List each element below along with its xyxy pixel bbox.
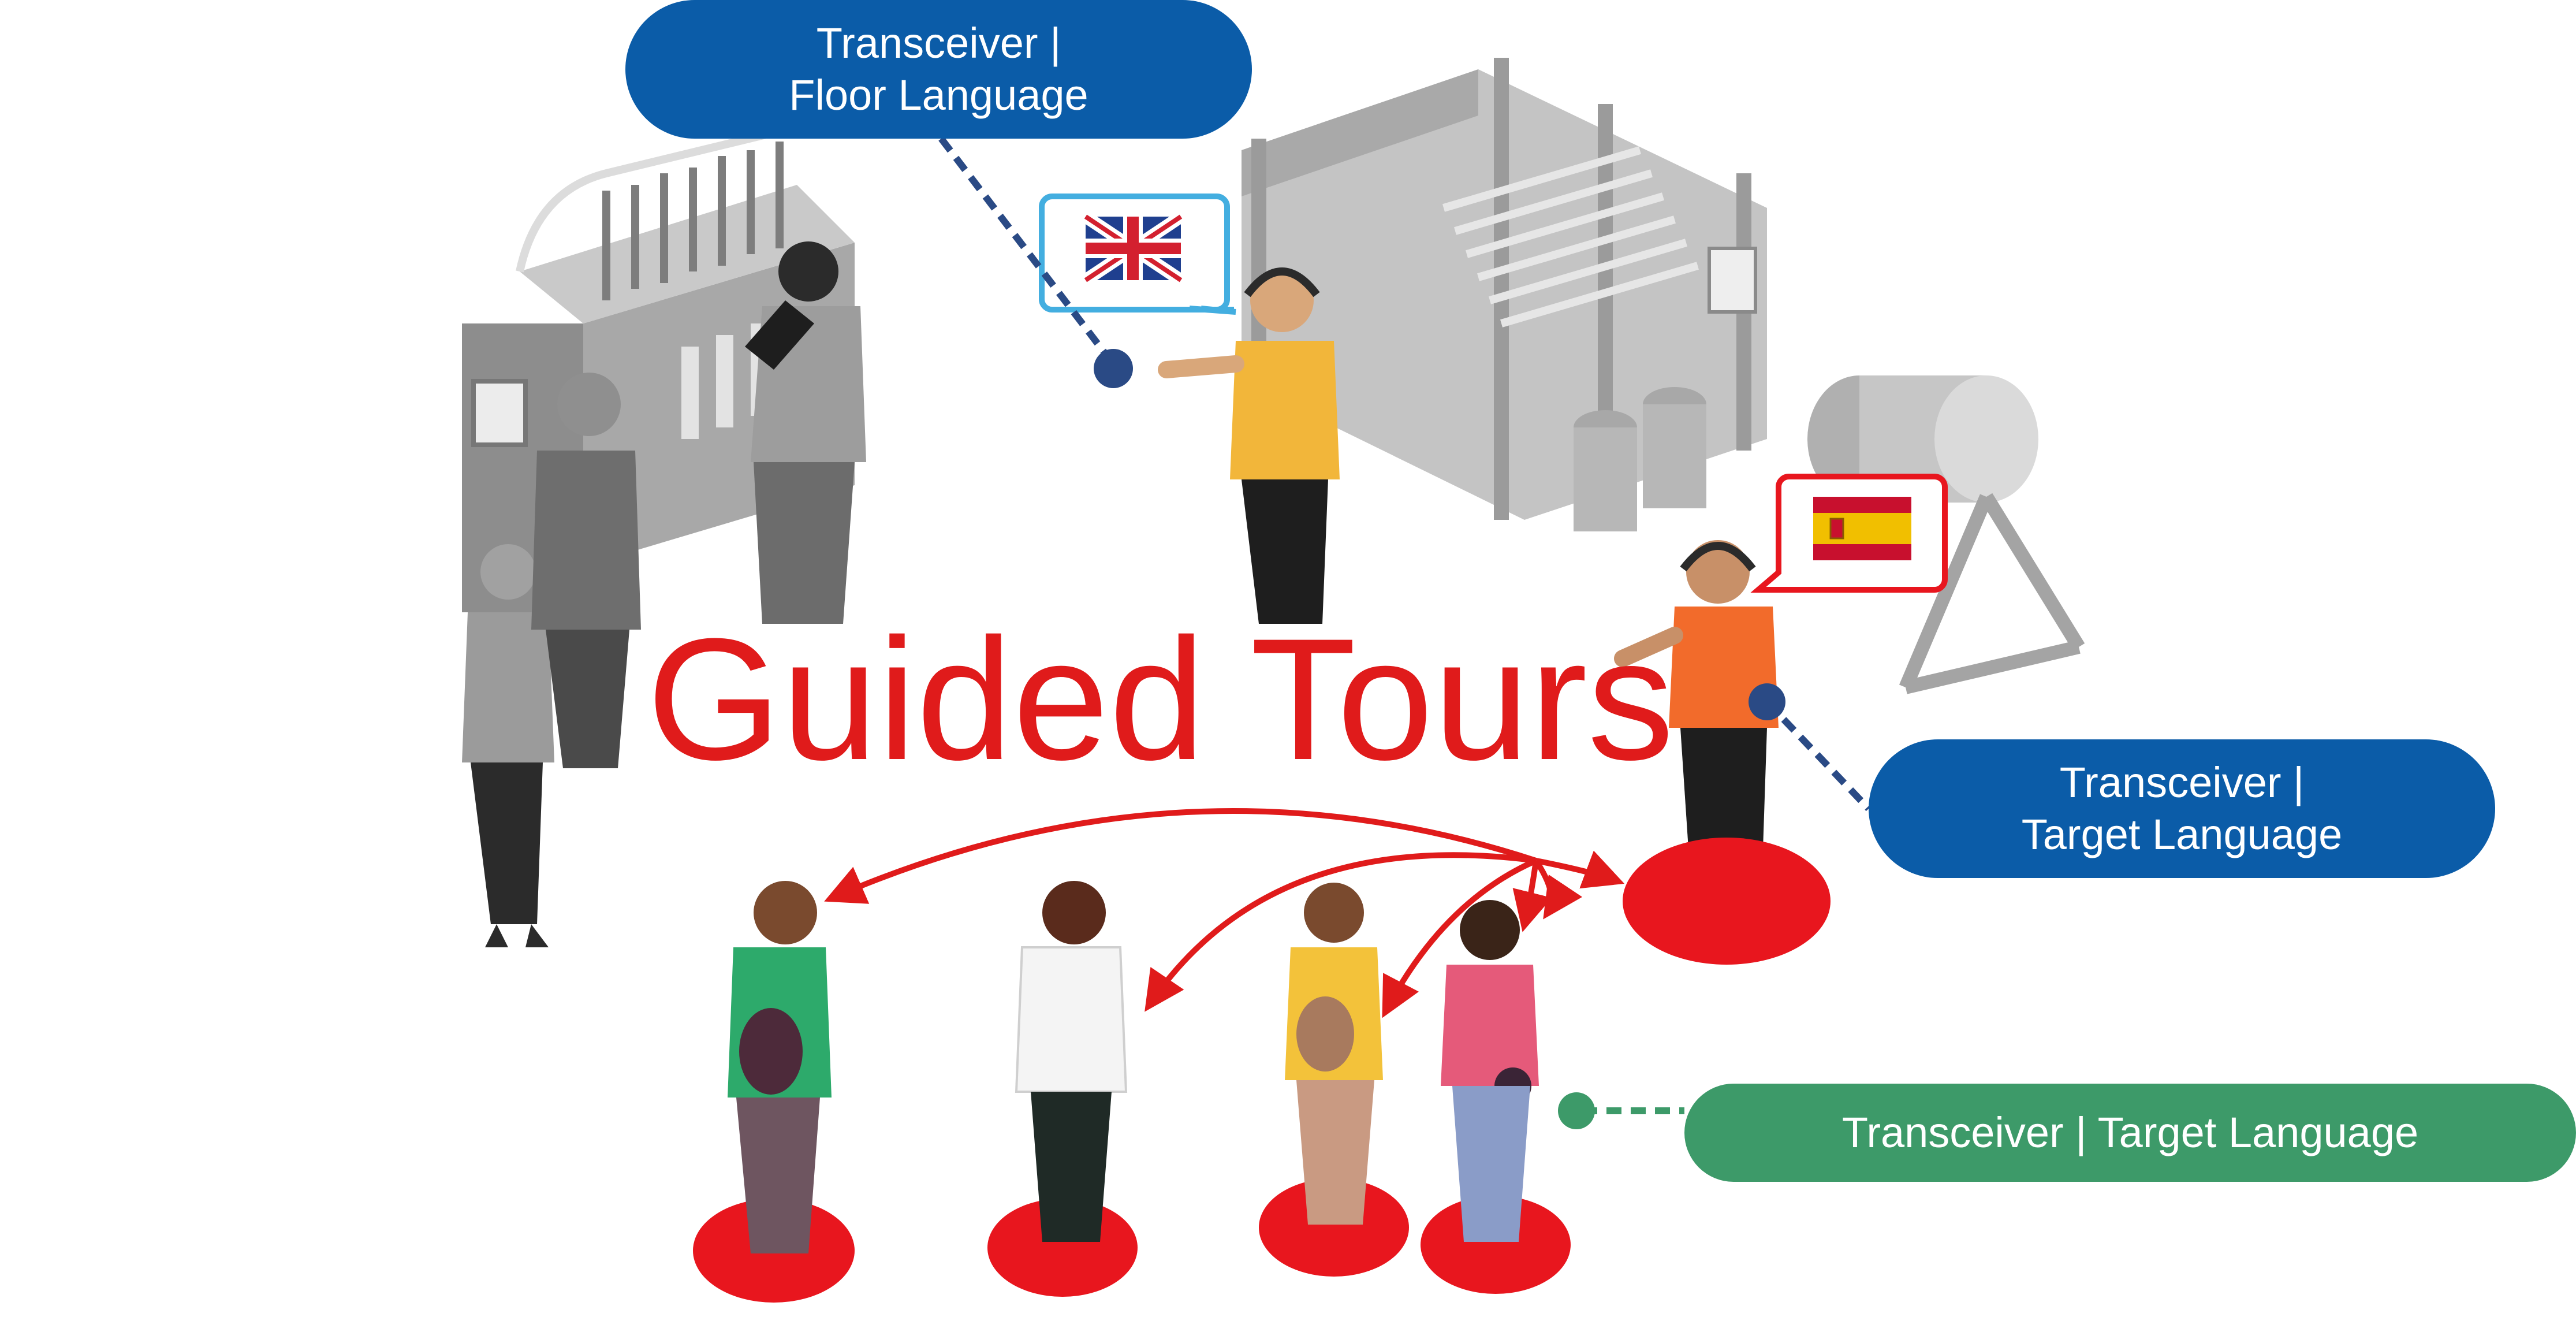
headset-icon [1680, 542, 1756, 572]
standing-platforms [693, 838, 1831, 1303]
broadcast-arrows [824, 808, 1625, 1018]
label-floor-language: Transceiver | Floor Language [625, 0, 1252, 139]
tour-guide-floor-language [1158, 267, 1340, 624]
label-target-speaker-line1: Transceiver | [2059, 758, 2305, 806]
visitor-pink-shirt [1441, 900, 1539, 1242]
label-target-language-speaker: Transceiver | Target Language [1869, 739, 2495, 878]
label-floor-line1: Transceiver | [816, 18, 1061, 67]
label-target-language-group: Transceiver | Target Language [1684, 1084, 2576, 1182]
visitor-yellow-shirt [1285, 883, 1383, 1225]
label-target-group-text: Transceiver | Target Language [1841, 1108, 2419, 1156]
speech-bubble-target-language [1750, 474, 1948, 593]
grey-visitor-man [531, 373, 641, 768]
uk-flag-icon [1082, 211, 1185, 286]
connector-target-speaker [1749, 683, 1872, 812]
loom-machine [1242, 58, 2085, 694]
speech-bubble-floor-language [1039, 194, 1236, 315]
connector-floor-language [938, 136, 1133, 388]
grey-visitor-woman [462, 544, 554, 947]
spain-flag-icon [1813, 497, 1911, 560]
grey-visitor-cameraman [745, 241, 866, 624]
headset-icon [1244, 267, 1320, 297]
visitor-white-shirt [1015, 881, 1128, 1242]
connector-target-group [1558, 1092, 1684, 1129]
page-title: Guided Tours [647, 602, 1674, 796]
label-target-speaker-line2: Target Language [2021, 810, 2343, 858]
visitor-green-shirt [728, 881, 832, 1253]
label-floor-line2: Floor Language [789, 71, 1088, 119]
